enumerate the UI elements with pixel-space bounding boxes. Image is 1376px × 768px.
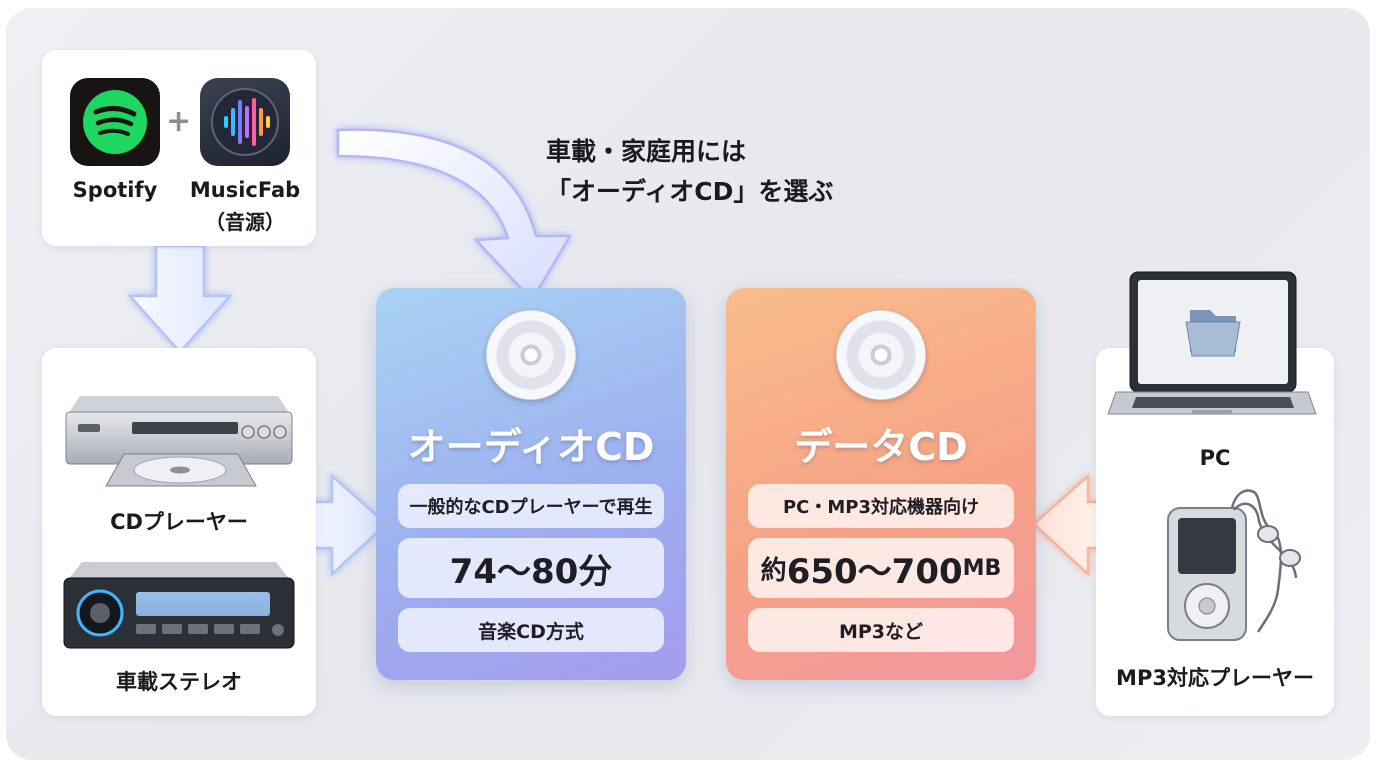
data-cd-title: データCD (794, 425, 968, 469)
car-stereo-label: 車載ステレオ (116, 670, 242, 694)
laptop-icon (1107, 271, 1317, 415)
cd-disc-icon (836, 310, 926, 400)
data-cd-description: PC・MP3対応機器向け (748, 484, 1014, 528)
cd-player-icon (65, 396, 293, 487)
audio-cd-panel: オーディオCD 一般的なCDプレーヤーで再生 74〜80分 音楽CD方式 (376, 288, 686, 680)
audio-cd-format: 音楽CD方式 (398, 608, 664, 652)
spotify-icon (70, 78, 160, 166)
audio-cd-capacity: 74〜80分 (398, 538, 664, 598)
source-card: + Spotify MusicFab （音源） (42, 50, 316, 246)
data-cd-capacity-unit: MB (962, 555, 1002, 581)
cd-disc-icon (486, 310, 576, 400)
headline-line-2: 「オーディオCD」を選ぶ (546, 177, 834, 206)
waveform-icon (200, 78, 290, 166)
curved-arrow (336, 128, 573, 303)
musicfab-label: MusicFab (189, 178, 301, 202)
mp3-player-icon (1167, 489, 1301, 641)
headline: 車載・家庭用には 「オーディオCD」を選ぶ (546, 132, 833, 212)
pc-label: PC (1199, 446, 1231, 470)
audio-cd-description: 一般的なCDプレーヤーで再生 (398, 484, 664, 528)
musicfab-sub-label: （音源） (205, 210, 285, 234)
car-stereo-icon (63, 562, 295, 649)
cd-player-label: CDプレーヤー (110, 510, 248, 534)
plus-sign: + (166, 104, 192, 139)
players-card: CDプレーヤー 車載ステレオ (42, 348, 316, 716)
data-cd-format: MP3など (748, 608, 1014, 652)
mp3-player-label: MP3対応プレーヤー (1116, 666, 1314, 690)
headline-line-1: 車載・家庭用には (546, 137, 747, 166)
down-arrow (127, 244, 233, 354)
arrows-layer (127, 128, 1148, 577)
data-cd-capacity-prefix: 約 (760, 555, 787, 586)
audio-cd-title: オーディオCD (407, 425, 655, 469)
data-cd-capacity-value: 650〜700 (786, 551, 963, 592)
spotify-label: Spotify (72, 178, 158, 202)
diagram-canvas: 車載・家庭用には 「オーディオCD」を選ぶ + (6, 8, 1370, 760)
